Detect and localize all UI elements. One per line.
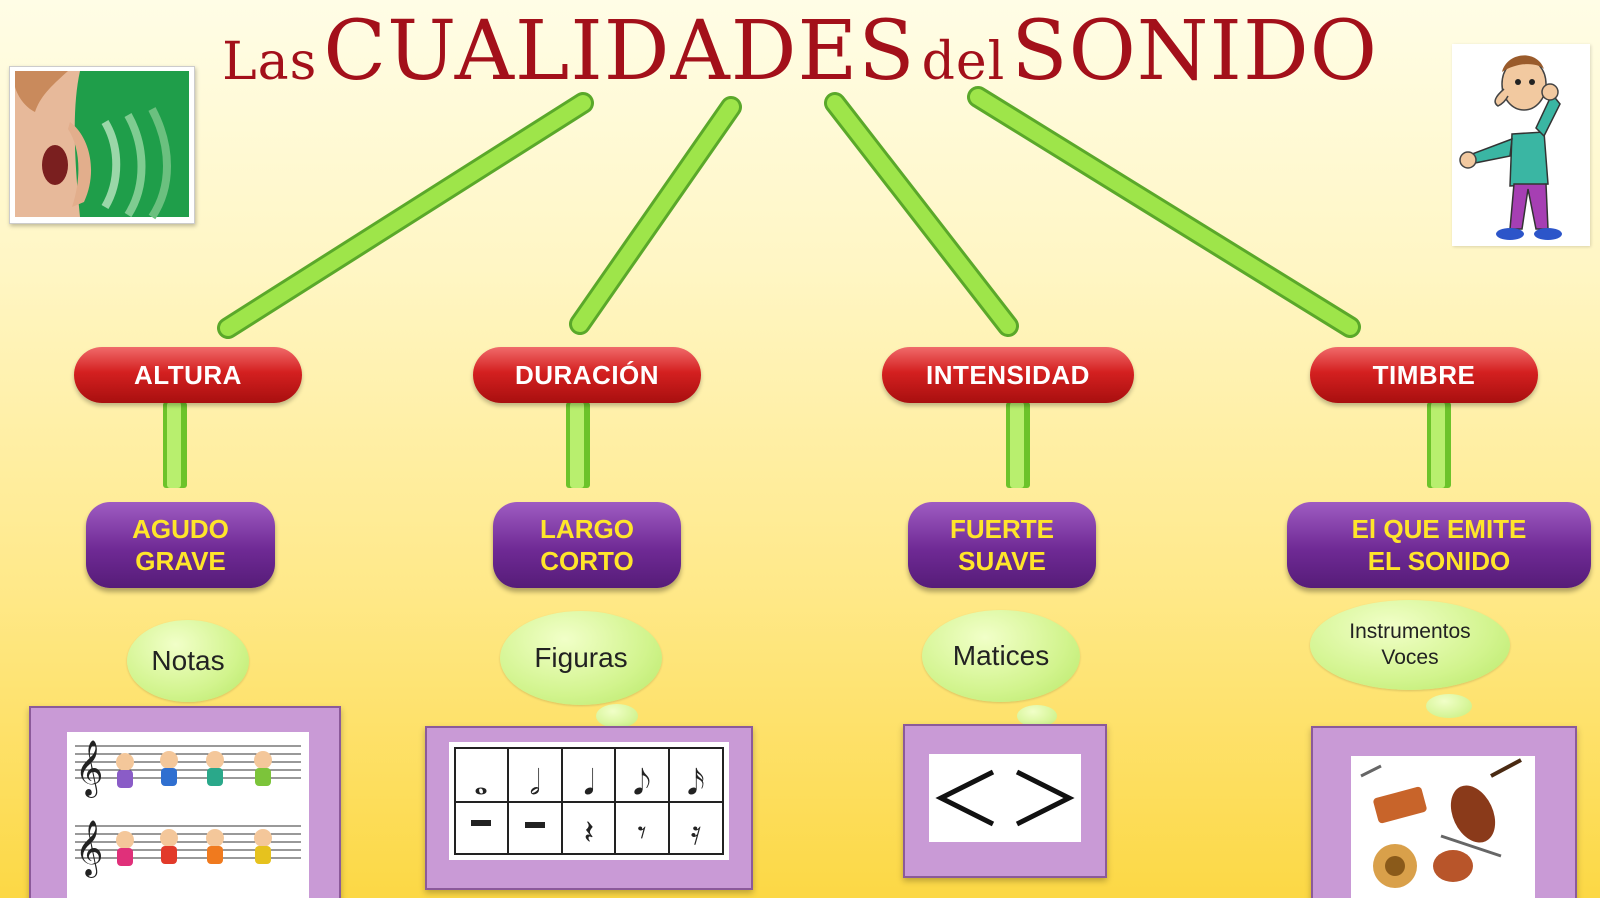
bubble-notas: Notas xyxy=(127,620,249,702)
quality-intensidad: INTENSIDAD xyxy=(882,347,1134,403)
quality-altura: ALTURA xyxy=(74,347,302,403)
bubble-notas-text: Notas xyxy=(151,645,225,676)
value-corto: CORTO xyxy=(540,546,634,576)
value-fuerte: FUERTE xyxy=(950,514,1054,544)
svg-text:𝄽: 𝄽 xyxy=(584,813,594,853)
svg-text:𝄞: 𝄞 xyxy=(75,740,103,798)
svg-text:𝄾: 𝄾 xyxy=(637,813,646,853)
title-part-4: SONIDO xyxy=(1011,4,1378,99)
bubble-figuras: Figuras xyxy=(500,611,662,705)
value-agudo: AGUDO xyxy=(132,514,229,544)
musical-instruments-icon xyxy=(1351,756,1535,898)
bubble-dot xyxy=(1017,705,1057,727)
bubble-figuras-text: Figuras xyxy=(534,642,628,673)
bubble-instrumentos: Instrumentos Voces xyxy=(1310,600,1510,690)
page-title: Las CUALIDADES del SONIDO xyxy=(0,4,1600,99)
quality-timbre: TIMBRE xyxy=(1310,347,1538,403)
note-figures-table-icon: 𝅝 𝅗𝅥 𝅘𝅥 𝅘𝅥𝅮 𝅘𝅥𝅯 𝄽 𝄾 𝄿 xyxy=(449,742,729,860)
listening-man-cartoon xyxy=(1452,44,1590,246)
frame-figuras: 𝅝 𝅗𝅥 𝅘𝅥 𝅘𝅥𝅮 𝅘𝅥𝅯 𝄽 𝄾 𝄿 xyxy=(425,726,753,890)
branch-altura xyxy=(220,95,591,336)
title-part-1: Las xyxy=(222,32,318,92)
frame-matices xyxy=(903,724,1107,878)
bubble-dot xyxy=(596,704,638,728)
bubble-instrumentos-text: Instrumentos xyxy=(1349,620,1471,643)
quality-duracion: DURACIÓN xyxy=(473,347,701,403)
music-staff-children-icon: 𝄞 𝄞 xyxy=(67,732,309,898)
value-suave: SUAVE xyxy=(958,546,1046,576)
branch-duracion xyxy=(572,99,739,332)
frame-instrumentos xyxy=(1311,726,1577,898)
branch-intensidad xyxy=(827,95,1016,334)
bubble-matices: Matices xyxy=(922,610,1080,702)
bubble-voces-text: Voces xyxy=(1381,646,1439,669)
title-part-2: CUALIDADES xyxy=(323,4,916,99)
value-grave: GRAVE xyxy=(135,546,226,576)
bubble-dot xyxy=(1426,694,1472,718)
branch-timbre xyxy=(970,89,1358,335)
svg-text:𝄞: 𝄞 xyxy=(75,820,103,878)
frame-notas: 𝄞 𝄞 xyxy=(29,706,341,898)
value-emisor: El QUE EMITE xyxy=(1351,514,1527,544)
value-el-sonido: EL SONIDO xyxy=(1367,546,1511,576)
shouting-woman-photo xyxy=(9,66,195,224)
title-part-3: del xyxy=(921,32,1006,92)
svg-text:𝅝: 𝅝 xyxy=(474,763,488,803)
values-timbre: El QUE EMITE EL SONIDO xyxy=(1287,502,1591,588)
svg-text:𝅘𝅥: 𝅘𝅥 xyxy=(584,763,595,803)
value-largo: LARGO xyxy=(540,514,634,544)
values-duracion: LARGO CORTO xyxy=(493,502,681,588)
dynamics-crescendo-decrescendo-icon xyxy=(929,754,1081,842)
bubble-matices-text: Matices xyxy=(952,640,1050,671)
svg-text:𝅘𝅥𝅯: 𝅘𝅥𝅯 xyxy=(687,763,705,803)
svg-text:𝅘𝅥𝅮: 𝅘𝅥𝅮 xyxy=(633,763,651,803)
values-intensidad: FUERTE SUAVE xyxy=(908,502,1096,588)
svg-text:𝄿: 𝄿 xyxy=(691,813,701,853)
values-altura: AGUDO GRAVE xyxy=(86,502,275,588)
svg-text:𝅗𝅥: 𝅗𝅥 xyxy=(530,763,541,803)
